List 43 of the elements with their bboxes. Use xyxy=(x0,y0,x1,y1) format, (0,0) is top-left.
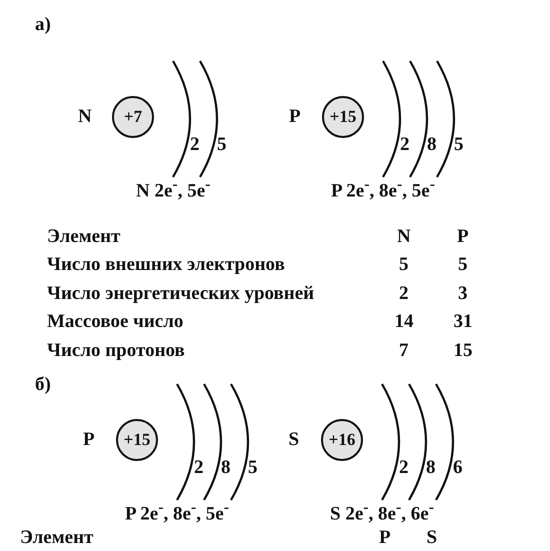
panel-letter: а) xyxy=(35,14,51,36)
element-symbol: N xyxy=(78,106,92,128)
table-value: 7 xyxy=(399,340,408,362)
nucleus-circle: +15 xyxy=(322,96,364,138)
table-value: N xyxy=(397,226,411,248)
table-row-label: Число внешних электронов xyxy=(47,254,285,276)
shell-electron-count: 5 xyxy=(454,134,464,156)
nucleus-circle: +15 xyxy=(116,419,158,461)
table-value: P xyxy=(457,226,469,248)
table-value: P xyxy=(379,527,391,549)
table-value: 14 xyxy=(394,311,414,333)
shell-electron-count: 6 xyxy=(453,457,462,479)
shell-electron-count: 2 xyxy=(400,134,410,156)
table-value: 31 xyxy=(454,311,472,333)
electron-configuration: P 2e$^{-}$, 8e$^{-}$, 5e$^{-}$ xyxy=(125,498,229,526)
table-value: S xyxy=(426,527,438,549)
nucleus-circle: +16 xyxy=(321,419,363,461)
table-value: 5 xyxy=(399,254,408,276)
element-symbol: P xyxy=(289,106,301,128)
electron-configuration: P 2e$^{-}$, 8e$^{-}$, 5e$^{-}$ xyxy=(331,175,435,202)
shell-electron-count: 2 xyxy=(399,457,408,479)
electron-configuration: N 2e$^{-}$, 5e$^{-}$ xyxy=(136,175,210,202)
table-row-label: Элемент xyxy=(47,226,120,248)
element-symbol: S xyxy=(288,429,300,451)
shell-electron-count: 5 xyxy=(217,134,226,156)
table-value: 2 xyxy=(399,283,408,305)
shell-electron-count: 2 xyxy=(190,134,200,156)
table-row-label: Элемент xyxy=(20,527,94,549)
shell-electron-count: 8 xyxy=(221,457,230,479)
electron-configuration: S 2e$^{-}$, 8e$^{-}$, 6e$^{-}$ xyxy=(330,498,434,526)
table-row-label: Число энергетических уровней xyxy=(47,283,314,305)
table-row-label: Число протонов xyxy=(47,340,185,362)
nucleus-circle: +7 xyxy=(112,96,154,138)
table-row-label: Массовое число xyxy=(47,311,184,333)
table-value: 3 xyxy=(458,283,468,305)
table-value: 5 xyxy=(458,254,468,276)
shell-electron-count: 8 xyxy=(427,134,436,156)
element-symbol: P xyxy=(83,429,95,451)
panel-letter: б) xyxy=(35,374,51,396)
shell-electron-count: 2 xyxy=(194,457,204,479)
table-value: 15 xyxy=(454,340,472,362)
shell-electron-count: 8 xyxy=(426,457,436,479)
shell-electron-count: 5 xyxy=(248,457,258,479)
